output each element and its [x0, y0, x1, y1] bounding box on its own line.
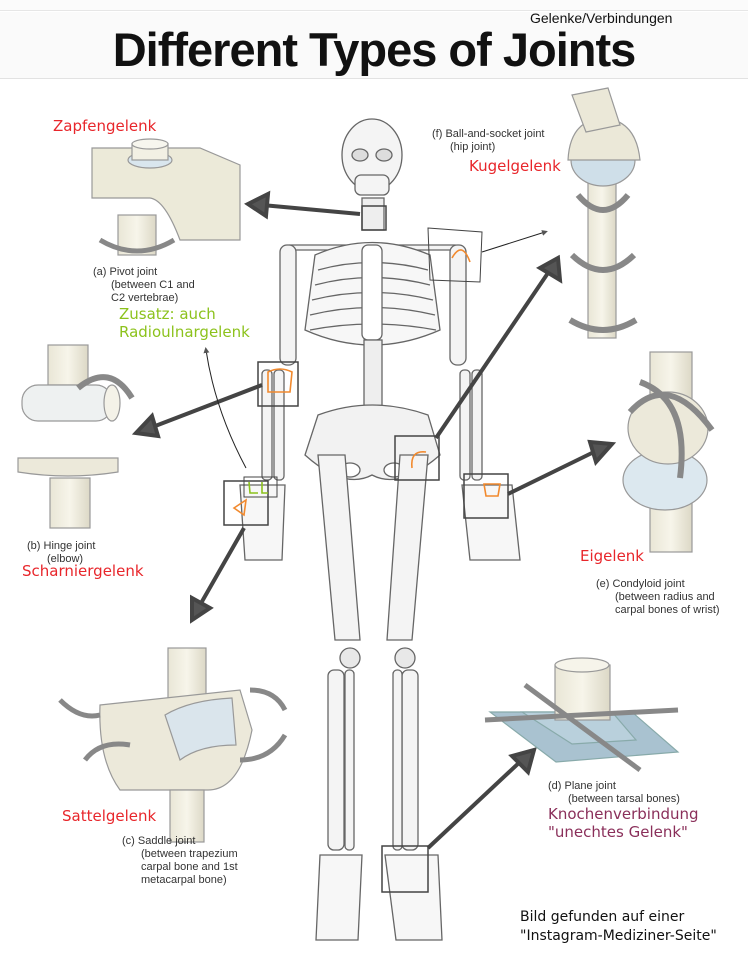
caption-pivot-2: (between C1 and [111, 279, 195, 291]
joint-highlights [232, 249, 501, 517]
arrow-head-icon [244, 190, 271, 220]
caption-plane-1: (d) Plane joint [548, 780, 616, 792]
right-wrist-box [463, 473, 509, 519]
joints-diagram [17, 87, 715, 941]
caption-hinge-2: (elbow) [47, 553, 84, 565]
left-wrist-box [223, 480, 269, 526]
label-sattelgelenk: Sattelgelenk [62, 807, 157, 825]
caption-plane-2: (between tarsal bones) [568, 793, 680, 805]
arrow-head-icon [131, 412, 161, 439]
condyloid-joint-model [622, 351, 715, 553]
elbow-box [257, 361, 299, 407]
source-note-line2: "Instagram-Mediziner-Seite" [520, 928, 717, 944]
foot-box [381, 845, 429, 893]
top-band [0, 0, 748, 11]
skeleton [239, 118, 521, 941]
caption-pivot-1: (a) Pivot joint [93, 266, 158, 278]
arrow-head-icon [536, 254, 563, 284]
label-zusatz: Zusatz: auch [119, 305, 216, 323]
label-knochenverbindung: Knochenverbindung [548, 805, 699, 823]
legs [315, 454, 443, 941]
plane-joint-model [484, 657, 680, 773]
ribcage [304, 241, 441, 346]
caption-saddle-3: carpal bone and 1st [141, 861, 238, 873]
label-zapfengelenk: Zapfengelenk [53, 117, 157, 135]
caption-pivot-3: C2 vertebrae) [111, 292, 179, 304]
label-eigelenk: Eigelenk [580, 547, 644, 565]
neck-box [361, 205, 387, 231]
skull-icon [341, 118, 403, 196]
title-annotation: Gelenke/Verbindungen [530, 10, 673, 26]
label-unechtes-gelenk: "unechtes Gelenk" [548, 823, 688, 841]
arrow-head-icon [587, 439, 617, 467]
highlight-boxes [223, 205, 509, 893]
arms [239, 244, 521, 561]
label-kugelgelenk: Kugelgelenk [469, 157, 561, 175]
caption-condyloid-1: (e) Condyloid joint [596, 578, 685, 590]
label-radioulnargelenk: Radioulnargelenk [119, 323, 250, 341]
source-note: Bild gefunden auf einer "Instagram-Mediz… [520, 908, 717, 946]
title-bar [0, 12, 748, 79]
page-title: Different Types of Joints [112, 23, 637, 76]
pivot-joint-model [91, 138, 241, 256]
saddle-joint-model [58, 647, 288, 843]
radioulnar-box [243, 476, 278, 498]
ball-socket-joint-model [567, 87, 641, 339]
caption-ball-socket-1: (f) Ball-and-socket joint [432, 128, 545, 140]
arrow-head-icon [190, 594, 214, 624]
hand-drawn-arrows [203, 230, 548, 469]
caption-saddle-2: (between trapezium [141, 848, 238, 860]
caption-saddle-4: metacarpal bone) [141, 874, 227, 886]
source-note-line1: Bild gefunden auf einer [520, 909, 685, 925]
radioulnar-highlight [248, 481, 268, 494]
caption-condyloid-2: (between radius and [615, 591, 715, 603]
caption-saddle-1: (c) Saddle joint [122, 835, 196, 847]
caption-ball-socket-2: (hip joint) [450, 141, 496, 153]
hinge-joint-model [17, 344, 135, 529]
pointer-arrows [131, 190, 617, 850]
arrow-head-icon [508, 747, 537, 776]
shoulder-box [427, 227, 483, 283]
label-scharniergelenk: Scharniergelenk [22, 562, 144, 580]
caption-condyloid-3: carpal bones of wrist) [615, 604, 720, 616]
hip-box [394, 435, 440, 481]
caption-hinge-1: (b) Hinge joint [27, 540, 96, 552]
